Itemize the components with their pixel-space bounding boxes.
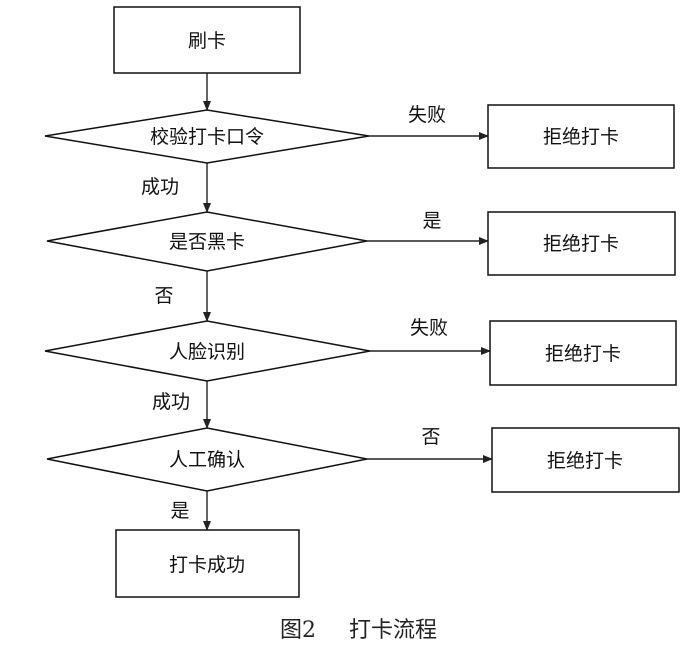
node-reject-2: [487, 211, 676, 276]
decision-verify-password: [44, 109, 370, 164]
decision-verify-password-label: 校验打卡口令: [150, 126, 264, 148]
caption-title: 打卡流程: [349, 618, 437, 643]
edge-label-verify-fail: 失败: [408, 104, 446, 126]
node-reject-3: [489, 320, 677, 386]
edge-label-confirm-no: 否: [421, 426, 440, 448]
edge-label-confirm-yes: 是: [170, 500, 189, 522]
edge-label-face-success: 成功: [152, 391, 190, 413]
node-reject-2-label: 拒绝打卡: [543, 233, 619, 255]
node-reject-1: [487, 104, 675, 169]
node-reject-4: [491, 427, 680, 493]
decision-manual-confirm: [46, 427, 368, 492]
decision-is-blacklisted-label: 是否黑卡: [169, 231, 245, 253]
decision-face-recognition-label: 人脸识别: [169, 341, 245, 363]
edge-label-blacklist-no: 否: [154, 285, 173, 307]
decision-face-recognition: [44, 320, 371, 382]
edge-label-verify-success: 成功: [141, 176, 179, 198]
node-reject-1-label: 拒绝打卡: [543, 126, 619, 148]
node-reject-3-label: 拒绝打卡: [545, 343, 621, 365]
node-success-label: 打卡成功: [169, 554, 245, 576]
node-swipe-card: [113, 6, 301, 74]
node-reject-4-label: 拒绝打卡: [547, 450, 623, 472]
caption-figure-number: 图2: [280, 618, 316, 643]
decision-manual-confirm-label: 人工确认: [169, 449, 245, 471]
edge-label-face-fail: 失败: [410, 317, 448, 339]
node-success: [115, 529, 300, 598]
node-swipe-card-label: 刷卡: [188, 30, 226, 52]
edge-label-blacklist-yes: 是: [422, 210, 441, 232]
decision-is-blacklisted: [46, 211, 368, 272]
